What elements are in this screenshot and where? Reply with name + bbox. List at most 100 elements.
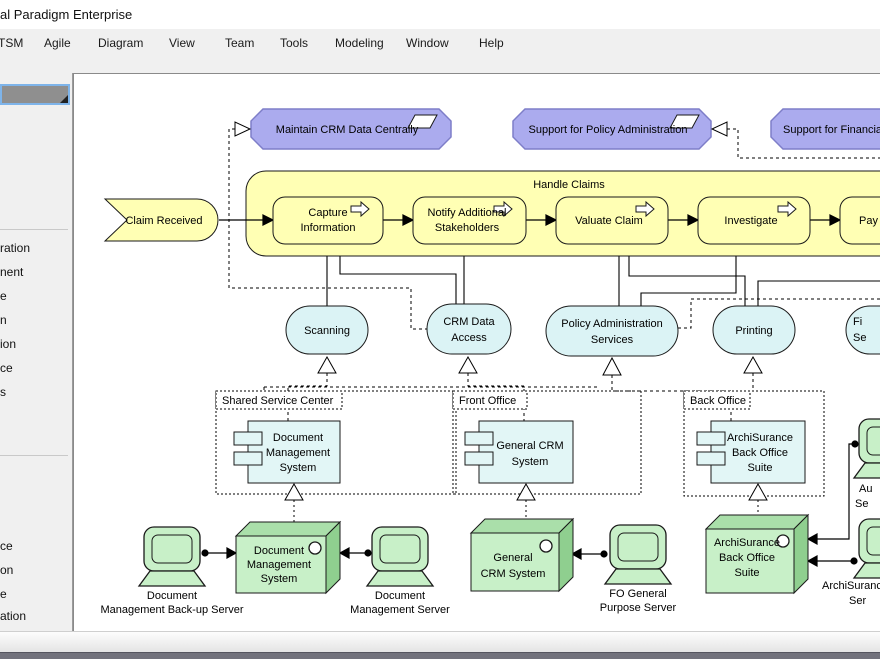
component-back-office-suite[interactable]: ArchiSurance Back Office Suite — [696, 420, 806, 484]
palette-item[interactable]: ation — [0, 609, 27, 623]
device-archisurance-server[interactable]: ArchiSuranc Ser — [822, 518, 880, 607]
event-claim-received[interactable]: Claim Received — [103, 198, 219, 242]
corner-grip-icon — [60, 95, 68, 103]
menu-item-agile[interactable]: Agile — [44, 36, 71, 50]
process-icon — [635, 200, 655, 218]
menu-item-view[interactable]: View — [169, 36, 195, 50]
realization-line-pas-up[interactable] — [678, 298, 880, 329]
requirement-financial-support[interactable]: Support for Financial — [770, 108, 880, 150]
service-policy-admin[interactable]: Policy Administration Services — [545, 305, 679, 357]
device-label: Document — [147, 590, 197, 602]
realization-line-long[interactable] — [263, 386, 599, 391]
taskbar-strip — [0, 652, 880, 659]
menu-item-tools[interactable]: Tools — [280, 36, 309, 50]
process-pay[interactable]: Pay — [839, 196, 880, 245]
diagram-canvas[interactable]: Handle Claims Maintain CRM Data Centrall… — [73, 73, 880, 632]
requirement-policy-support[interactable]: Support for Policy Administration — [512, 108, 712, 150]
component-label: Document — [273, 432, 323, 444]
group-back-office[interactable] — [683, 390, 825, 497]
process-capture-information[interactable]: Capture Information — [272, 196, 384, 245]
palette-item[interactable]: n — [0, 313, 7, 327]
serving-line-printing-pay[interactable] — [757, 280, 880, 306]
palette-item[interactable]: ce — [0, 539, 13, 553]
process-valuate-claim[interactable]: Valuate Claim — [555, 196, 669, 245]
requirement-label: Support for Policy Administration — [529, 124, 688, 136]
event-label: Claim Received — [125, 215, 202, 227]
menu-item-team[interactable]: Team — [225, 36, 255, 50]
palette-item[interactable]: nent — [0, 265, 24, 279]
group-front-office[interactable] — [452, 390, 642, 495]
realization-line-to-policy-support[interactable] — [727, 128, 880, 159]
component-document-management[interactable]: Document Management System — [233, 420, 341, 484]
service-label: Scanning — [304, 325, 350, 337]
device-dm-backup-server[interactable]: Document Management Back-up Server — [100, 526, 244, 616]
realization-line-crm-to-maintain[interactable] — [228, 128, 427, 330]
process-label: Capture — [308, 207, 347, 219]
title-bar: al Paradigm Enterprise — [0, 0, 880, 29]
component-label: ArchiSurance — [727, 432, 793, 444]
palette-item[interactable]: e — [0, 289, 7, 303]
node-document-management[interactable]: Document Management System — [234, 520, 342, 595]
process-label: Valuate Claim — [575, 215, 643, 227]
device-dm-server[interactable]: Document Management Server — [350, 526, 450, 616]
node-back-office-suite[interactable]: ArchiSurance Back Office Suite — [704, 513, 810, 595]
realization-arrowheads — [317, 355, 763, 376]
service-printing[interactable]: Printing — [712, 305, 796, 355]
serving-line-pas-investigate[interactable] — [640, 251, 737, 306]
component-label: Management — [266, 447, 330, 459]
component-icon — [233, 431, 263, 446]
component-icon — [464, 451, 494, 466]
palette-item[interactable]: ion — [0, 337, 17, 351]
palette-item[interactable]: on — [0, 563, 14, 577]
palette-header[interactable] — [0, 84, 70, 105]
group-tab — [683, 390, 751, 410]
process-label: Pay — [859, 215, 878, 227]
status-bar — [0, 631, 880, 653]
assignment-lines[interactable] — [201, 440, 859, 568]
requirement-icon — [669, 114, 700, 129]
menu-item-window[interactable]: Window — [406, 36, 449, 50]
palette-divider — [0, 229, 68, 230]
realization-line-dms-scanning[interactable] — [287, 373, 328, 421]
device-partial-top-right[interactable]: Au Se — [852, 418, 880, 510]
process-label: Notify Additional — [428, 207, 507, 219]
service-label: Services — [591, 334, 634, 346]
service-label: Access — [451, 332, 487, 344]
process-label: Stakeholders — [435, 222, 500, 234]
process-label: Information — [300, 222, 355, 234]
service-financial[interactable]: Fi Se — [845, 305, 880, 355]
group-label: Back Office — [690, 395, 746, 407]
palette-item[interactable]: ce — [0, 361, 13, 375]
process-investigate[interactable]: Investigate — [697, 196, 811, 245]
requirement-maintain-crm[interactable]: Maintain CRM Data Centrally — [250, 108, 452, 150]
device-fo-general-server[interactable]: FO General Purpose Server — [600, 524, 677, 614]
device-label: Purpose Server — [600, 602, 677, 614]
menu-item-tsm[interactable]: TSM — [0, 36, 24, 50]
device-label: Ser — [849, 595, 866, 607]
palette-item[interactable]: s — [0, 385, 6, 399]
service-scanning[interactable]: Scanning — [285, 305, 369, 355]
process-icon — [777, 200, 797, 218]
device-label: ArchiSuranc — [822, 580, 880, 592]
menu-item-diagram[interactable]: Diagram — [98, 36, 144, 50]
group-tab — [452, 390, 528, 410]
process-icon — [493, 200, 513, 218]
device-label: FO General — [609, 588, 666, 600]
menu-item-modeling[interactable]: Modeling — [335, 36, 384, 50]
component-icon — [696, 431, 726, 446]
component-general-crm[interactable]: General CRM System — [464, 420, 574, 484]
node-label: Suite — [734, 567, 759, 579]
node-general-crm[interactable]: General CRM System — [469, 517, 575, 593]
flow-arrows — [219, 214, 842, 226]
node-label: Back Office — [719, 552, 775, 564]
palette-item[interactable]: ration — [0, 241, 31, 255]
palette-item[interactable]: e — [0, 587, 7, 601]
serving-line-printing-valuate[interactable] — [628, 251, 746, 306]
node-label: General — [493, 552, 532, 564]
process-notify-stakeholders[interactable]: Notify Additional Stakeholders — [412, 196, 527, 245]
realization-arrowhead — [710, 121, 728, 137]
component-label: Back Office — [732, 447, 788, 459]
service-crm-data-access[interactable]: CRM Data Access — [426, 303, 512, 355]
menu-item-help[interactable]: Help — [479, 36, 504, 50]
serving-line-crm-capture[interactable] — [339, 251, 457, 304]
